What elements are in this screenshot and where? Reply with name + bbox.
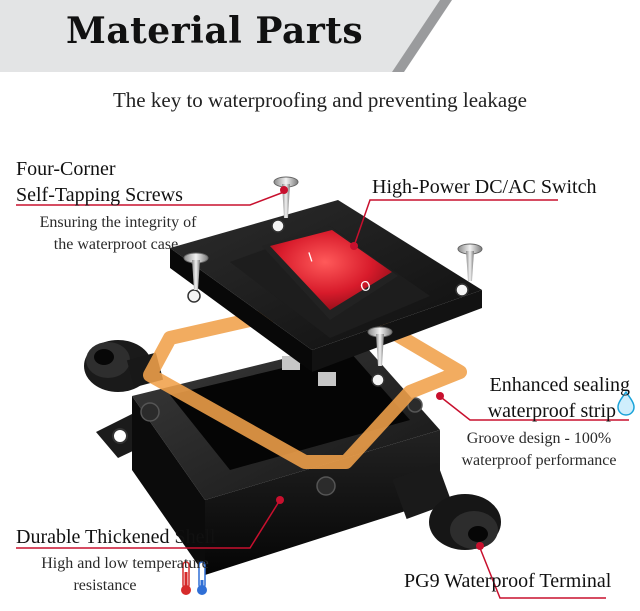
callout-strip: Enhanced sealing waterproof strip (440, 372, 630, 424)
banner-shape (0, 0, 452, 72)
terminal-piece (318, 372, 336, 386)
strip-desc-line2: waterproof performance (461, 452, 617, 469)
leader-lines (16, 191, 629, 599)
right-cable-gland (392, 463, 501, 550)
screw-right (457, 243, 483, 281)
shell-desc-line1: High and low temperature (41, 555, 209, 572)
water-drop-icon (617, 390, 635, 416)
callout-screws: Four-Corner Self-Tapping Screws (16, 156, 183, 208)
leader-dots (276, 186, 484, 550)
strip-desc-line1: Groove design - 100% (466, 430, 612, 447)
callout-shell-desc: High and low temperature resistance (14, 553, 236, 597)
screws-desc-line1: Ensuring the integrity of (39, 214, 197, 231)
thermometer-icon (181, 561, 207, 595)
callout-strip-desc: Groove design - 100% waterproof performa… (440, 428, 638, 472)
strip-title-line1: Enhanced sealing (489, 374, 631, 396)
strip-title-line2: waterproof strip (487, 400, 616, 422)
callout-terminal: PG9 Waterproof Terminal (404, 570, 612, 592)
callout-switch: High-Power DC/AC Switch (372, 176, 597, 198)
screw-top (273, 176, 299, 218)
screws-title-line1: Four-Corner (16, 158, 116, 180)
page-title: Material Parts (66, 10, 364, 52)
screw-front (367, 326, 393, 366)
screws-desc-line2: the waterproot case. (53, 236, 183, 253)
callout-shell: Durable Thickened Shell (16, 526, 216, 548)
left-cable-gland (84, 340, 164, 392)
screws-title-line2: Self-Tapping Screws (16, 184, 183, 206)
page-subtitle: The key to waterproofing and preventing … (112, 88, 527, 112)
callout-screws-desc: Ensuring the integrity of the waterproot… (18, 212, 218, 256)
title-banner: Material Parts (0, 0, 640, 72)
screw-left (183, 252, 209, 290)
switch-on-mark: I (307, 250, 315, 265)
shell-body (96, 340, 440, 575)
rocker-switch: I O (262, 226, 398, 320)
shell-desc-line2: resistance (73, 577, 137, 594)
switch-off-mark: O (359, 278, 373, 295)
